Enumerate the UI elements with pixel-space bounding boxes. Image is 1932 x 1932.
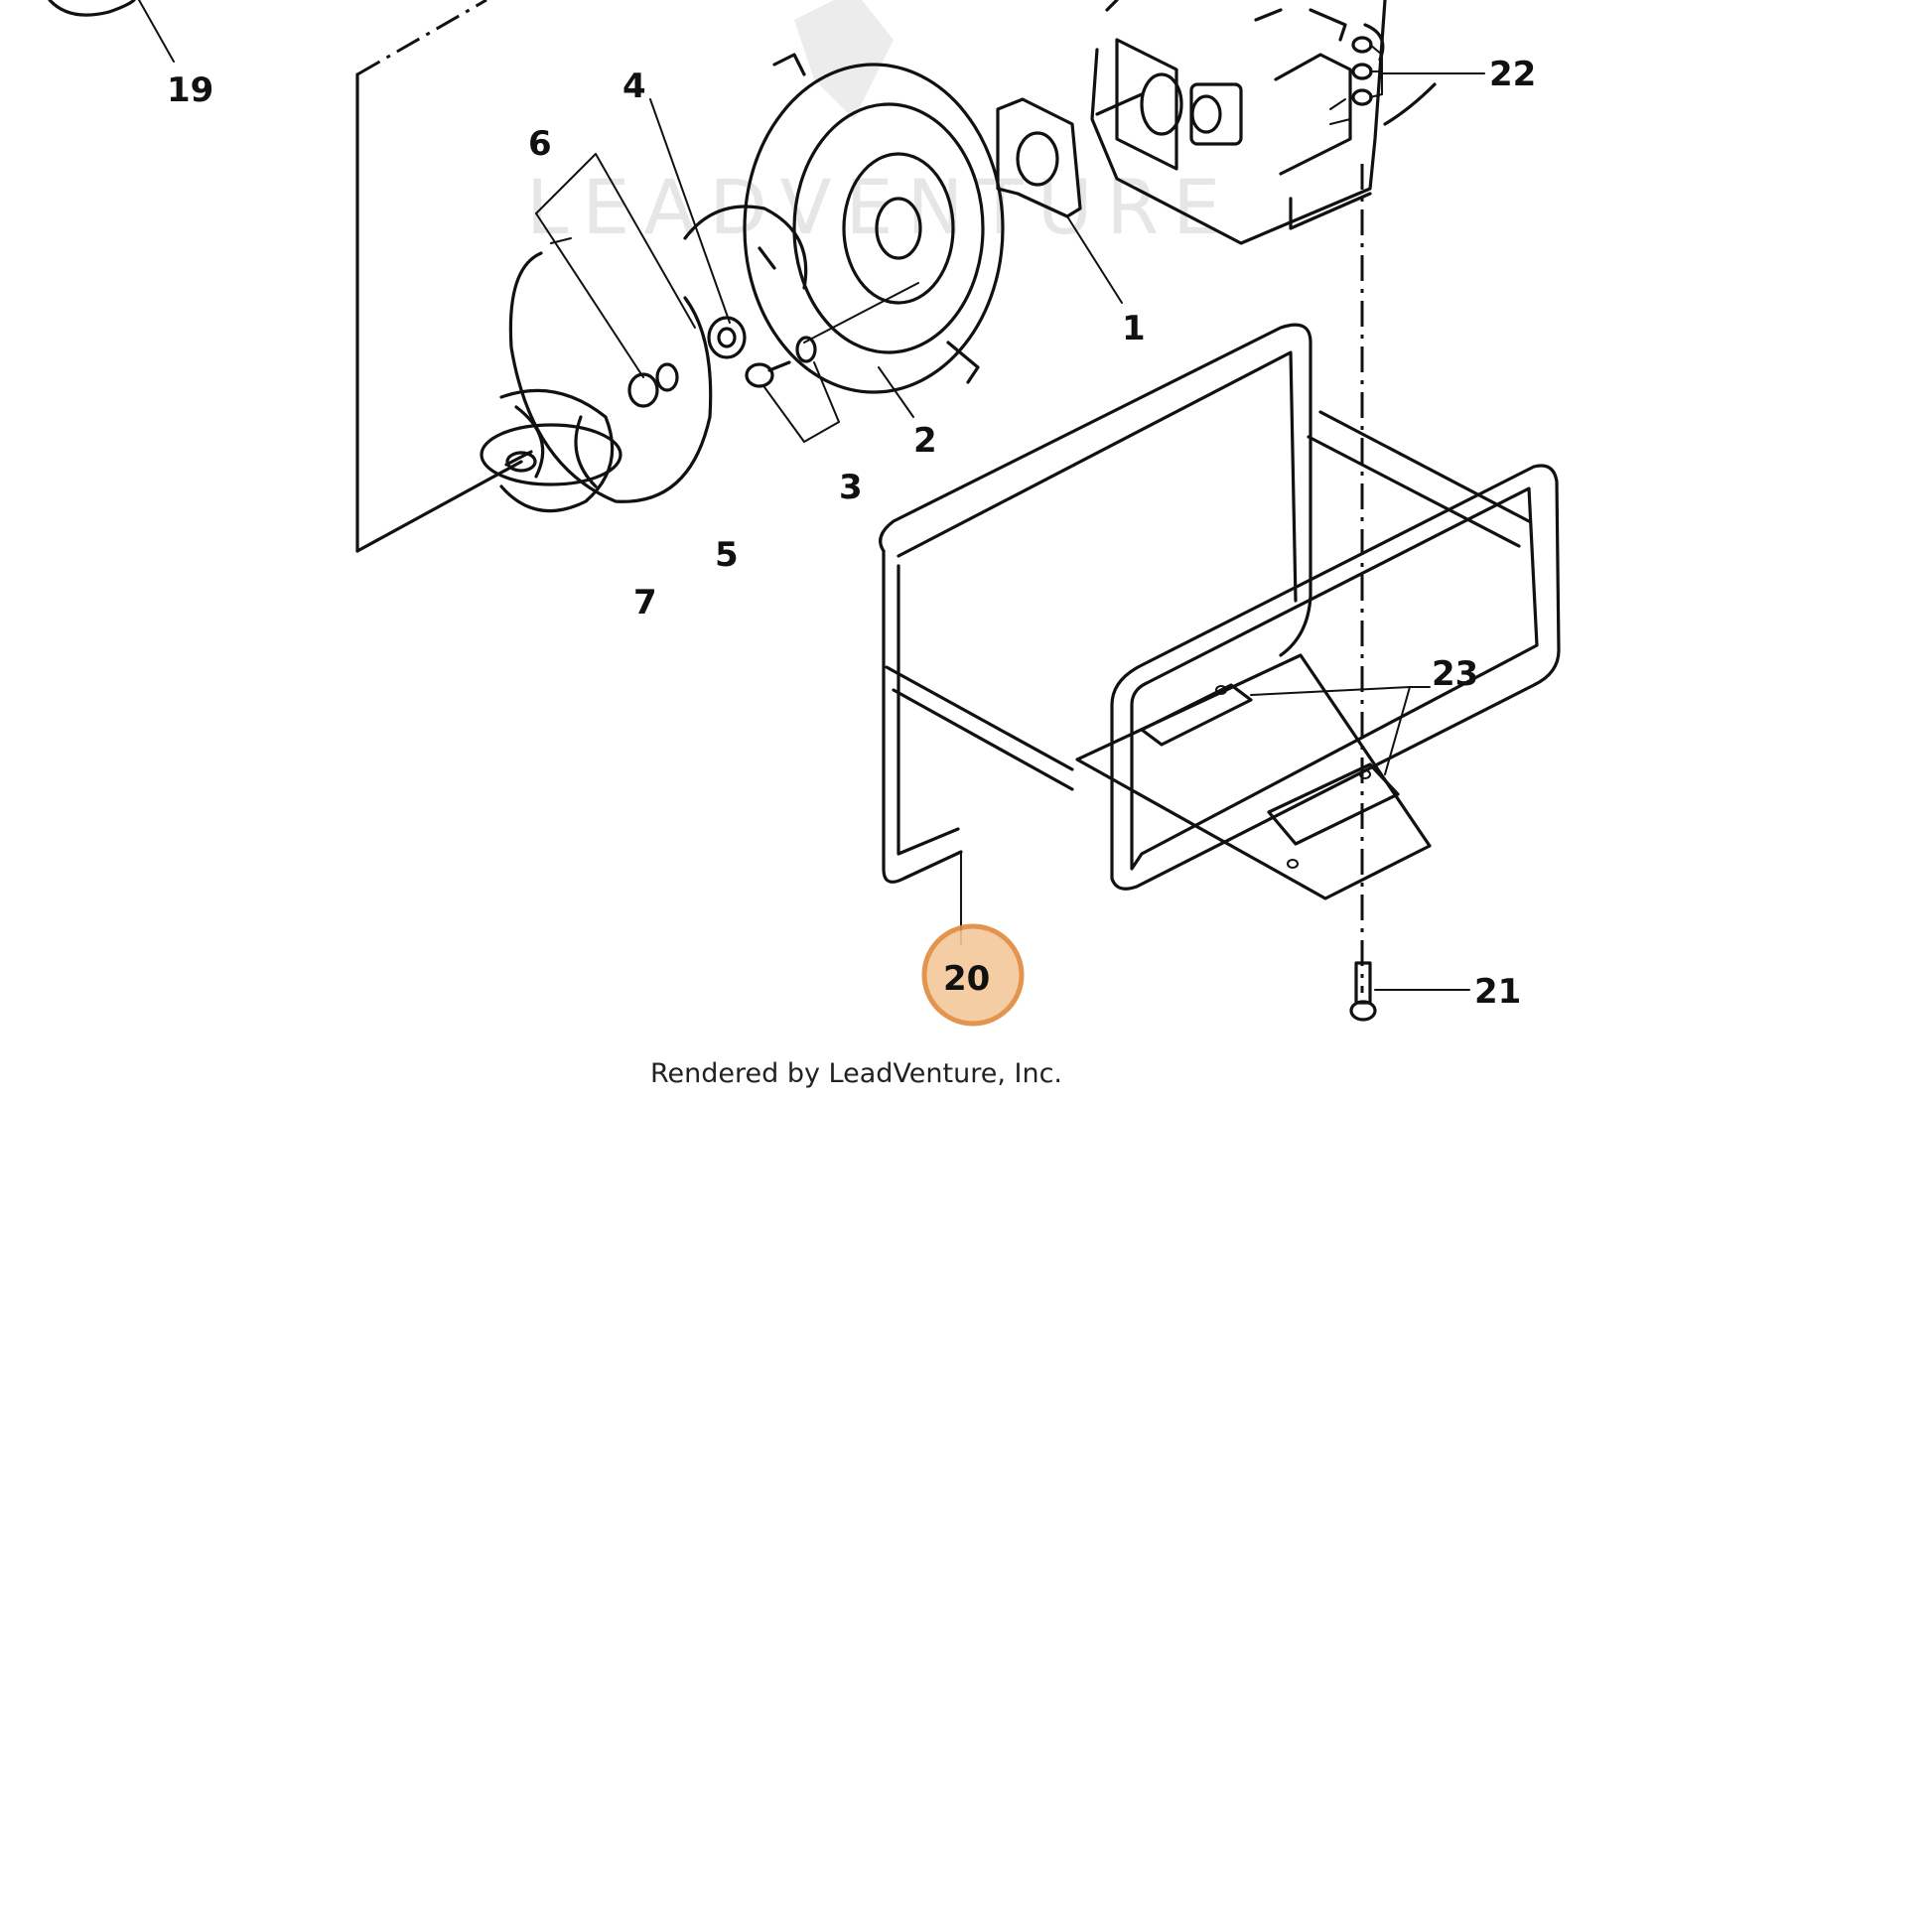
part-21-bolt [1349,961,1470,1022]
part-23-mounting-bars [1140,683,1431,846]
callout-4[interactable]: 4 [622,67,646,106]
engine [1090,0,1387,245]
callout-23[interactable]: 23 [1432,654,1478,694]
callout-21[interactable]: 21 [1474,972,1521,1012]
part-19-hose-fitting [48,0,175,63]
callout-5[interactable]: 5 [715,535,739,575]
callout-6[interactable]: 6 [528,124,552,164]
callout-19[interactable]: 19 [167,70,213,110]
part-5-o-ring [508,251,713,503]
part-4-seal [649,98,808,359]
credit-text: Rendered by LeadVenture, Inc. [650,1058,1062,1089]
part-20-frame [879,323,1561,946]
watermark-text: LEADVENTURE [526,163,1234,251]
callout-22[interactable]: 22 [1489,55,1536,94]
part-1-gasket [996,97,1123,304]
callout-2[interactable]: 2 [913,421,937,461]
callout-7[interactable]: 7 [633,583,657,622]
callout-20[interactable]: 20 [943,959,990,999]
part-22-washers [1351,36,1485,993]
highlight-marker-20[interactable] [921,923,1025,1027]
part-6-nut [535,153,696,408]
assembly-reference-lines [355,0,523,553]
callout-1[interactable]: 1 [1122,309,1146,348]
part-3-bolt [745,336,840,443]
part-2-pump-casing [743,53,1005,418]
callout-3[interactable]: 3 [839,468,863,507]
part-7-impeller [480,388,622,513]
